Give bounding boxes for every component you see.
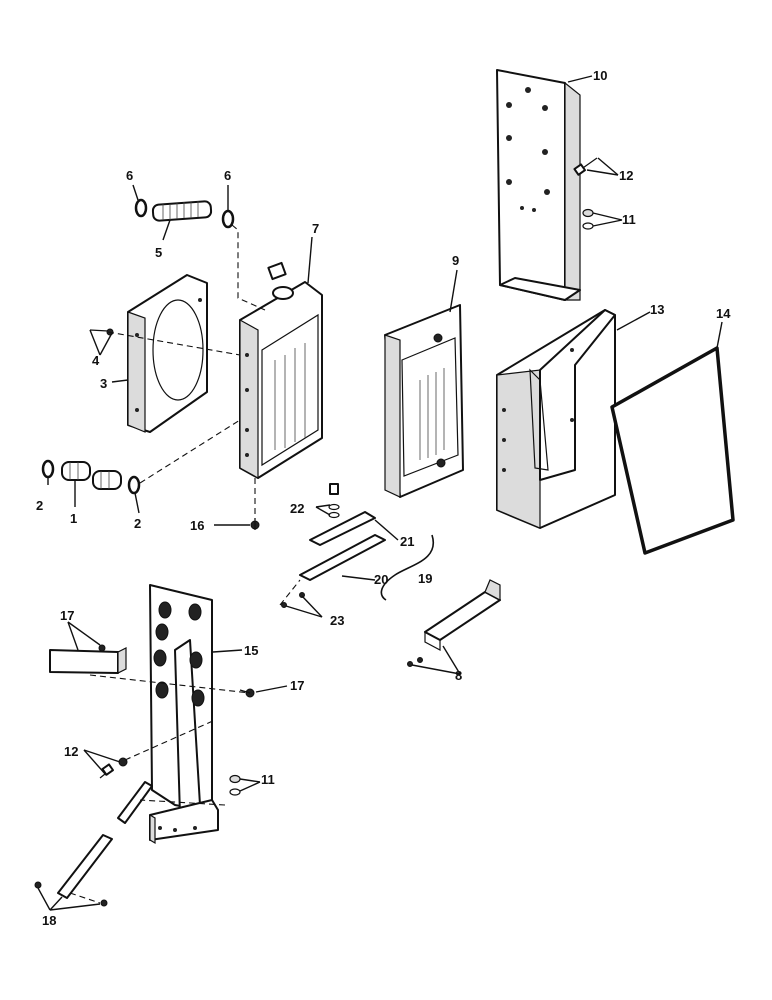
leader-lines xyxy=(37,75,723,911)
part-6-hose-clamp-right xyxy=(221,209,235,229)
part-19-wire xyxy=(380,534,435,601)
part-20-bracket xyxy=(299,534,386,581)
part-17-bolt xyxy=(239,688,255,698)
part-2-hose-clamp-left xyxy=(41,459,55,479)
callout-6-left: 6 xyxy=(126,168,133,183)
callout-12-lower: 12 xyxy=(64,744,78,759)
part-21-bracket xyxy=(309,511,376,546)
part-13-shroud xyxy=(496,309,616,529)
part-1-lower-hose xyxy=(61,461,122,490)
callout-14: 14 xyxy=(716,306,731,321)
callout-17-right: 17 xyxy=(290,678,304,693)
callout-6-right: 6 xyxy=(224,168,231,183)
part-10-upper-bracket xyxy=(496,69,581,301)
part-7-radiator xyxy=(239,261,323,480)
callout-labels: 1 2 2 3 4 5 6 6 7 8 9 10 11 11 12 12 13 … xyxy=(36,68,731,928)
callout-17-left: 17 xyxy=(60,608,74,623)
callout-22: 22 xyxy=(290,501,304,516)
callout-23: 23 xyxy=(330,613,344,628)
part-9-radiator-core xyxy=(384,304,464,498)
part-22-bolt xyxy=(328,483,340,519)
callout-5: 5 xyxy=(155,245,162,260)
part-15-lower-bracket xyxy=(149,584,219,845)
callout-8: 8 xyxy=(455,668,462,683)
callout-16: 16 xyxy=(190,518,204,533)
part-2-hose-clamp-right xyxy=(127,475,141,495)
callout-7: 7 xyxy=(312,221,319,236)
callout-18: 18 xyxy=(42,913,56,928)
part-12-bolt-upper xyxy=(573,157,598,176)
callout-19: 19 xyxy=(418,571,432,586)
callout-2-left: 2 xyxy=(36,498,43,513)
callout-21: 21 xyxy=(400,534,414,549)
callout-3: 3 xyxy=(100,376,107,391)
callout-20: 20 xyxy=(374,572,388,587)
part-17-bracket xyxy=(49,644,127,674)
callout-15: 15 xyxy=(244,643,258,658)
callout-11-lower: 11 xyxy=(261,772,275,787)
callout-1: 1 xyxy=(70,511,77,526)
callout-9: 9 xyxy=(452,253,459,268)
part-11-nut-upper xyxy=(582,208,594,230)
callout-2-right: 2 xyxy=(134,516,141,531)
callout-12-upper: 12 xyxy=(619,168,633,183)
part-5-upper-hose xyxy=(151,200,213,222)
part-3-fan-shroud xyxy=(127,274,208,433)
callout-4: 4 xyxy=(92,353,100,368)
part-12-bolt-lower xyxy=(99,757,128,779)
callout-11-upper: 11 xyxy=(622,212,636,227)
part-8-small-bracket xyxy=(407,579,501,667)
part-11-nut-lower xyxy=(229,774,241,796)
part-18-rods xyxy=(34,781,153,907)
callout-13: 13 xyxy=(650,302,664,317)
part-6-hose-clamp-left xyxy=(134,198,148,218)
callout-10: 10 xyxy=(593,68,607,83)
part-14-screen-frame xyxy=(610,346,735,555)
alignment-lines xyxy=(69,224,301,904)
part-23-screws xyxy=(281,592,305,608)
